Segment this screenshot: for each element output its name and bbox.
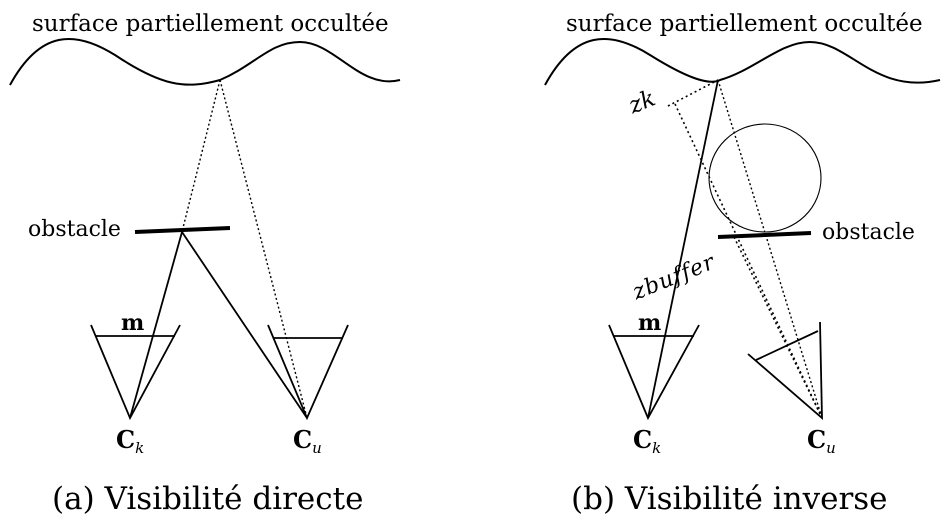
panel-b-obstacle-label: obstacle <box>822 220 915 245</box>
panel-b-zk-line <box>667 79 719 107</box>
panel-b-zbuffer-line <box>733 236 823 419</box>
panel-b-camera-k-label: Ck <box>633 428 661 456</box>
panel-b-camera-u-symbol: C <box>807 425 827 454</box>
panel-b-camera-u-label: Cu <box>807 428 836 456</box>
panel-b-drawing <box>544 37 941 421</box>
panel-b-camera-u-frustum <box>747 321 823 421</box>
panel-b-surface-curve <box>544 37 941 86</box>
panel-b-surface-label: surface partiellement occultée <box>566 11 923 37</box>
panel-a-ray-obstacle-to-ck <box>129 231 183 419</box>
panel-b-caption: (b) Visibilité inverse <box>571 481 888 517</box>
panel-b-occluding-sphere <box>708 123 822 233</box>
panel-b-ray-surface-to-ck <box>647 79 719 419</box>
panel-a-camera-k-label: Ck <box>116 428 144 456</box>
panel-a-point-label: m <box>121 310 145 336</box>
panel-a-ray-surface-to-cu <box>219 79 308 419</box>
panel-a-caption: (a) Visibilité directe <box>52 481 364 517</box>
panel-b-camera-u-image-plane <box>755 330 819 361</box>
panel-b-camera-k-symbol: C <box>633 425 653 454</box>
panel-a-camera-u-subscript: u <box>312 439 322 457</box>
panel-a-ray-surface-to-obstacle <box>181 79 221 233</box>
panel-a-camera-k-frustum <box>90 324 181 421</box>
panel-b-obstacle-bar <box>717 231 812 239</box>
panel-b-camera-k-subscript: k <box>652 439 662 457</box>
panel-a-camera-u-symbol: C <box>293 425 313 454</box>
panel-b-camera-k-frustum <box>608 324 700 421</box>
panel-b-ray-surface-to-cu <box>717 79 823 419</box>
panel-a-drawing <box>9 37 401 421</box>
panel-a-camera-k-subscript: k <box>135 439 145 457</box>
panel-a-camera-k-symbol: C <box>116 425 136 454</box>
panel-b-camera-u-subscript: u <box>826 439 836 457</box>
panel-a-ray-obstacle-to-cu <box>181 231 308 419</box>
panel-a-surface-label: surface partiellement occultée <box>32 11 389 37</box>
panel-a-obstacle-label: obstacle <box>28 217 121 242</box>
panel-a-camera-u-frustum <box>267 324 349 421</box>
panel-a-camera-u-label: Cu <box>293 428 322 456</box>
panel-a-surface-curve <box>9 37 401 86</box>
panel-b-point-label: m <box>638 310 662 336</box>
